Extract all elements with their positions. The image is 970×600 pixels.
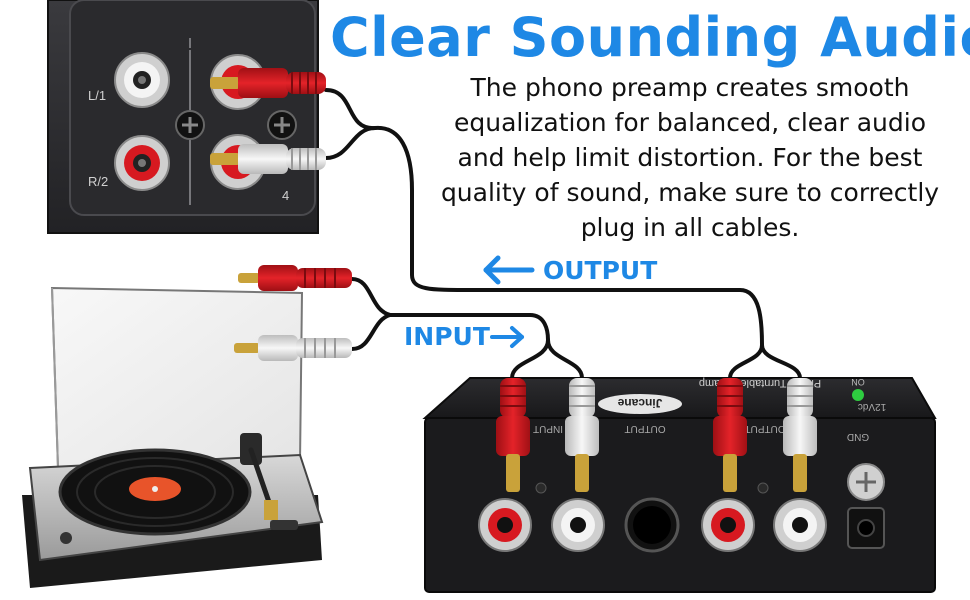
receiver-jack-right[interactable]	[114, 135, 170, 191]
rca-plug-red[interactable]	[238, 265, 352, 291]
power-led	[852, 389, 864, 401]
screw-icon	[175, 110, 205, 140]
description: The phono preamp creates smooth equaliza…	[440, 73, 940, 242]
preamp-jack-output-red[interactable]	[701, 498, 755, 552]
input-label: INPUT	[404, 322, 490, 351]
arrow-right-icon	[490, 326, 524, 348]
phono-preamp: Jincane Phono Turntable Preamp ON OUTPUT…	[422, 377, 937, 593]
rca-plug-red[interactable]	[210, 68, 326, 98]
rca-plug-red[interactable]	[496, 378, 530, 492]
rca-plug-white[interactable]	[210, 144, 326, 174]
turntable	[22, 286, 324, 588]
ground-terminal-icon[interactable]	[847, 463, 885, 501]
preamp-label-output-left: OUTPUT	[624, 423, 665, 434]
rca-plug-white[interactable]	[234, 335, 352, 361]
preamp-brand: Jincane	[617, 396, 662, 410]
dust-cover[interactable]	[50, 286, 304, 470]
tonearm[interactable]	[240, 433, 278, 520]
preamp-label-input: INPUT	[533, 423, 563, 434]
preamp-jack-input-white[interactable]	[551, 498, 605, 552]
preamp-jack-output-large[interactable]	[624, 497, 680, 553]
output-label: OUTPUT	[543, 256, 658, 285]
rca-plug-white[interactable]	[565, 378, 599, 492]
arrow-left-icon	[483, 255, 535, 285]
rca-plug-white[interactable]	[783, 378, 817, 492]
receiver-label-channel: 4	[282, 188, 289, 203]
screw-icon	[757, 482, 769, 494]
rca-plug-red[interactable]	[713, 378, 747, 492]
screw-icon	[267, 110, 297, 140]
turntable-switch[interactable]	[270, 520, 298, 530]
receiver-panel: L/1 R/2 4	[47, 0, 319, 234]
preamp-jack-input-red[interactable]	[478, 498, 532, 552]
dc-power-jack[interactable]	[847, 507, 885, 549]
rca-cables	[324, 88, 802, 380]
receiver-jack-left[interactable]	[114, 52, 170, 108]
power-led-label: ON	[851, 377, 865, 387]
turntable-button[interactable]	[60, 532, 72, 544]
receiver-label-left: L/1	[88, 88, 106, 103]
headline: Clear Sounding Audio	[330, 6, 970, 69]
preamp-label-power: 12Vdc	[858, 401, 886, 412]
receiver-label-right: R/2	[88, 174, 108, 189]
preamp-label-output-right: OUTPUT	[744, 423, 785, 434]
preamp-label-gnd: GND	[847, 431, 869, 442]
preamp-jack-output-white[interactable]	[773, 498, 827, 552]
screw-icon	[535, 482, 547, 494]
